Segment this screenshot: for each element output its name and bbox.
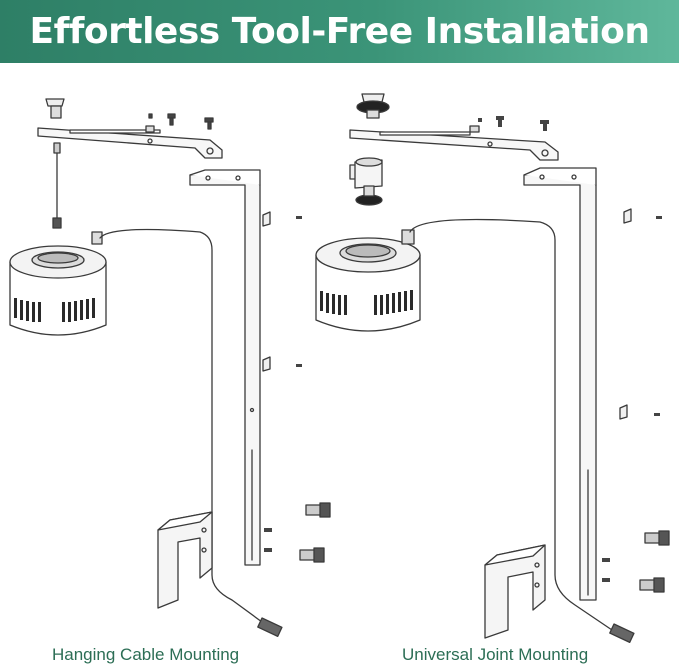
- installation-diagram: [9, 93, 670, 643]
- bolt-icon: [639, 530, 670, 593]
- screw-icon: [264, 216, 302, 552]
- screw-icon: [478, 116, 549, 131]
- tank-clamp: [157, 511, 213, 609]
- mount-knob: [356, 93, 390, 119]
- caption-hanging-cable-mounting: Hanging Cable Mounting: [52, 645, 240, 664]
- mount-knob: [45, 98, 65, 119]
- tank-clamp: [484, 544, 546, 639]
- caption-universal-joint-mounting: Universal Joint Mounting: [402, 645, 589, 664]
- spacer-icon: [469, 125, 480, 133]
- bolt-icon: [299, 502, 331, 563]
- bracket-clip: [619, 208, 632, 420]
- crossbar-bracket: [37, 127, 223, 159]
- cable-connector: [609, 623, 635, 643]
- light-fixture: [9, 231, 107, 336]
- screw-icon: [145, 113, 214, 133]
- bracket-clip: [262, 211, 271, 372]
- header-banner: Effortless Tool-Free Installation: [0, 0, 679, 63]
- hanging-cable: [52, 142, 62, 229]
- cable-connector: [257, 617, 283, 638]
- screw-icon: [602, 216, 662, 582]
- universal-joint-mount-diagram: [315, 93, 670, 643]
- crossbar-bracket: [349, 129, 559, 161]
- hanging-cable-mount-diagram: [9, 98, 331, 638]
- light-fixture: [315, 229, 421, 332]
- power-cable: [409, 218, 613, 631]
- universal-joint: [349, 157, 383, 206]
- power-cable: [99, 228, 263, 623]
- page-title: Effortless Tool-Free Installation: [29, 11, 650, 52]
- vertical-bracket: [523, 167, 597, 601]
- vertical-bracket: [189, 169, 261, 566]
